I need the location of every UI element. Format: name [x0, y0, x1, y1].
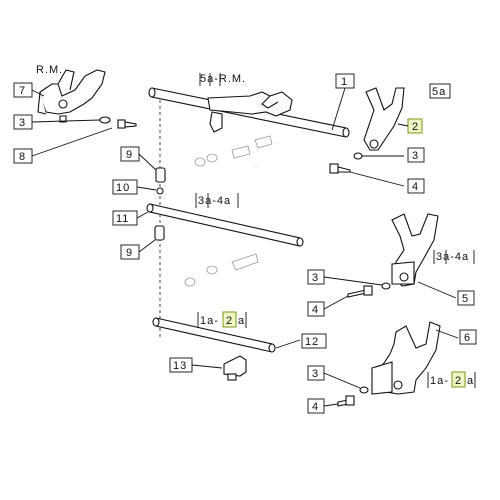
- leader-11: [136, 211, 149, 219]
- highlight-2-center: [222, 311, 237, 328]
- pin-bottom-part: [154, 225, 165, 241]
- reverse-fork-part: [37, 69, 106, 123]
- callout-2-top: 2: [412, 121, 418, 133]
- leader-9-bottom: [138, 239, 156, 253]
- rm-label-top: R.M.: [36, 64, 63, 76]
- callout-1: 1: [341, 76, 348, 88]
- leader-3-mid: [323, 276, 383, 286]
- label-3a4a-center: 3a-4a: [198, 195, 231, 207]
- label-5a: 5a: [432, 86, 446, 98]
- selector-shaft-top-part: [148, 87, 350, 138]
- callout-7: 7: [19, 85, 26, 97]
- callout-box-5: [457, 290, 475, 306]
- ball-part: [156, 187, 164, 195]
- label-3a4a-right: 3a-4a: [436, 251, 469, 263]
- callout-5: 5: [462, 293, 469, 305]
- washer-mid-part: [381, 282, 391, 290]
- leader-7: [31, 89, 45, 97]
- callout-3-top-right: 3: [412, 150, 419, 162]
- leader-4-top-right: [349, 171, 405, 187]
- callout-3-left: 3: [19, 117, 26, 129]
- leader-4-mid: [323, 295, 349, 310]
- leader-8: [31, 127, 113, 157]
- washer-top-right-part: [353, 152, 363, 160]
- callout-3-mid: 3: [312, 272, 319, 284]
- highlight-2-right: [451, 371, 466, 388]
- plug-part: [223, 355, 247, 381]
- label-1a-center: 1a-: [200, 315, 219, 327]
- callout-box-6: [459, 329, 477, 345]
- callout-box-3-top-right: [407, 147, 425, 163]
- callout-9-top: 9: [126, 149, 133, 161]
- callout-9-bottom: 9: [126, 247, 133, 259]
- callout-12: 12: [305, 336, 319, 348]
- screw-top-right-part: [329, 163, 351, 174]
- label-5a-rm: 5a-R.M.: [200, 73, 246, 85]
- leader-3-bottom: [323, 372, 361, 389]
- callout-11: 11: [116, 213, 129, 225]
- leader-13: [191, 364, 223, 369]
- callout-box-8: [13, 148, 33, 164]
- svg-text:—: —: [254, 162, 258, 167]
- leader-2-top: [397, 123, 409, 127]
- label-2-center: 2: [226, 315, 232, 327]
- leader-6: [435, 329, 459, 339]
- detent-assembly-middle: [184, 253, 259, 287]
- fork-1a2a-part: [371, 321, 441, 395]
- fork-5a-part: [363, 87, 405, 151]
- washer-left-part: [99, 116, 111, 124]
- screw-left-part: [117, 119, 137, 129]
- screw-bottom-part: [337, 395, 355, 407]
- label-a-right: a: [467, 375, 474, 387]
- leader-1: [331, 87, 346, 131]
- callout-8: 8: [19, 151, 26, 163]
- callout-4-top-right: 4: [412, 181, 419, 193]
- screw-mid-part: [347, 285, 373, 298]
- fork-3a4a-part: [391, 213, 439, 287]
- callout-13: 13: [173, 360, 187, 372]
- label-1a-right: 1a-: [430, 375, 449, 387]
- label-2-right: 2: [455, 375, 461, 387]
- pin-top-part: [155, 167, 166, 183]
- selector-shaft-bottom-part: [152, 317, 276, 353]
- leader-5: [417, 281, 457, 299]
- leader-10: [136, 186, 157, 191]
- callout-box-12: [301, 333, 327, 349]
- selector-shaft-middle-part: [146, 203, 304, 247]
- leader-4-bottom: [323, 403, 339, 407]
- detent-assembly-top: —: [194, 135, 273, 167]
- washer-bottom-part: [359, 386, 369, 394]
- leader-12: [275, 339, 301, 349]
- callout-4-bottom: 4: [312, 401, 319, 413]
- callout-4-mid: 4: [312, 304, 319, 316]
- label-a-center: a: [238, 315, 245, 327]
- callout-10: 10: [116, 182, 130, 194]
- callout-6: 6: [464, 332, 471, 344]
- callout-3-bottom: 3: [312, 368, 319, 380]
- callout-box-4-top-right: [407, 178, 425, 194]
- leader-9-top: [138, 153, 157, 171]
- leader-3-left: [31, 119, 101, 123]
- callout-box-5a: [429, 83, 451, 99]
